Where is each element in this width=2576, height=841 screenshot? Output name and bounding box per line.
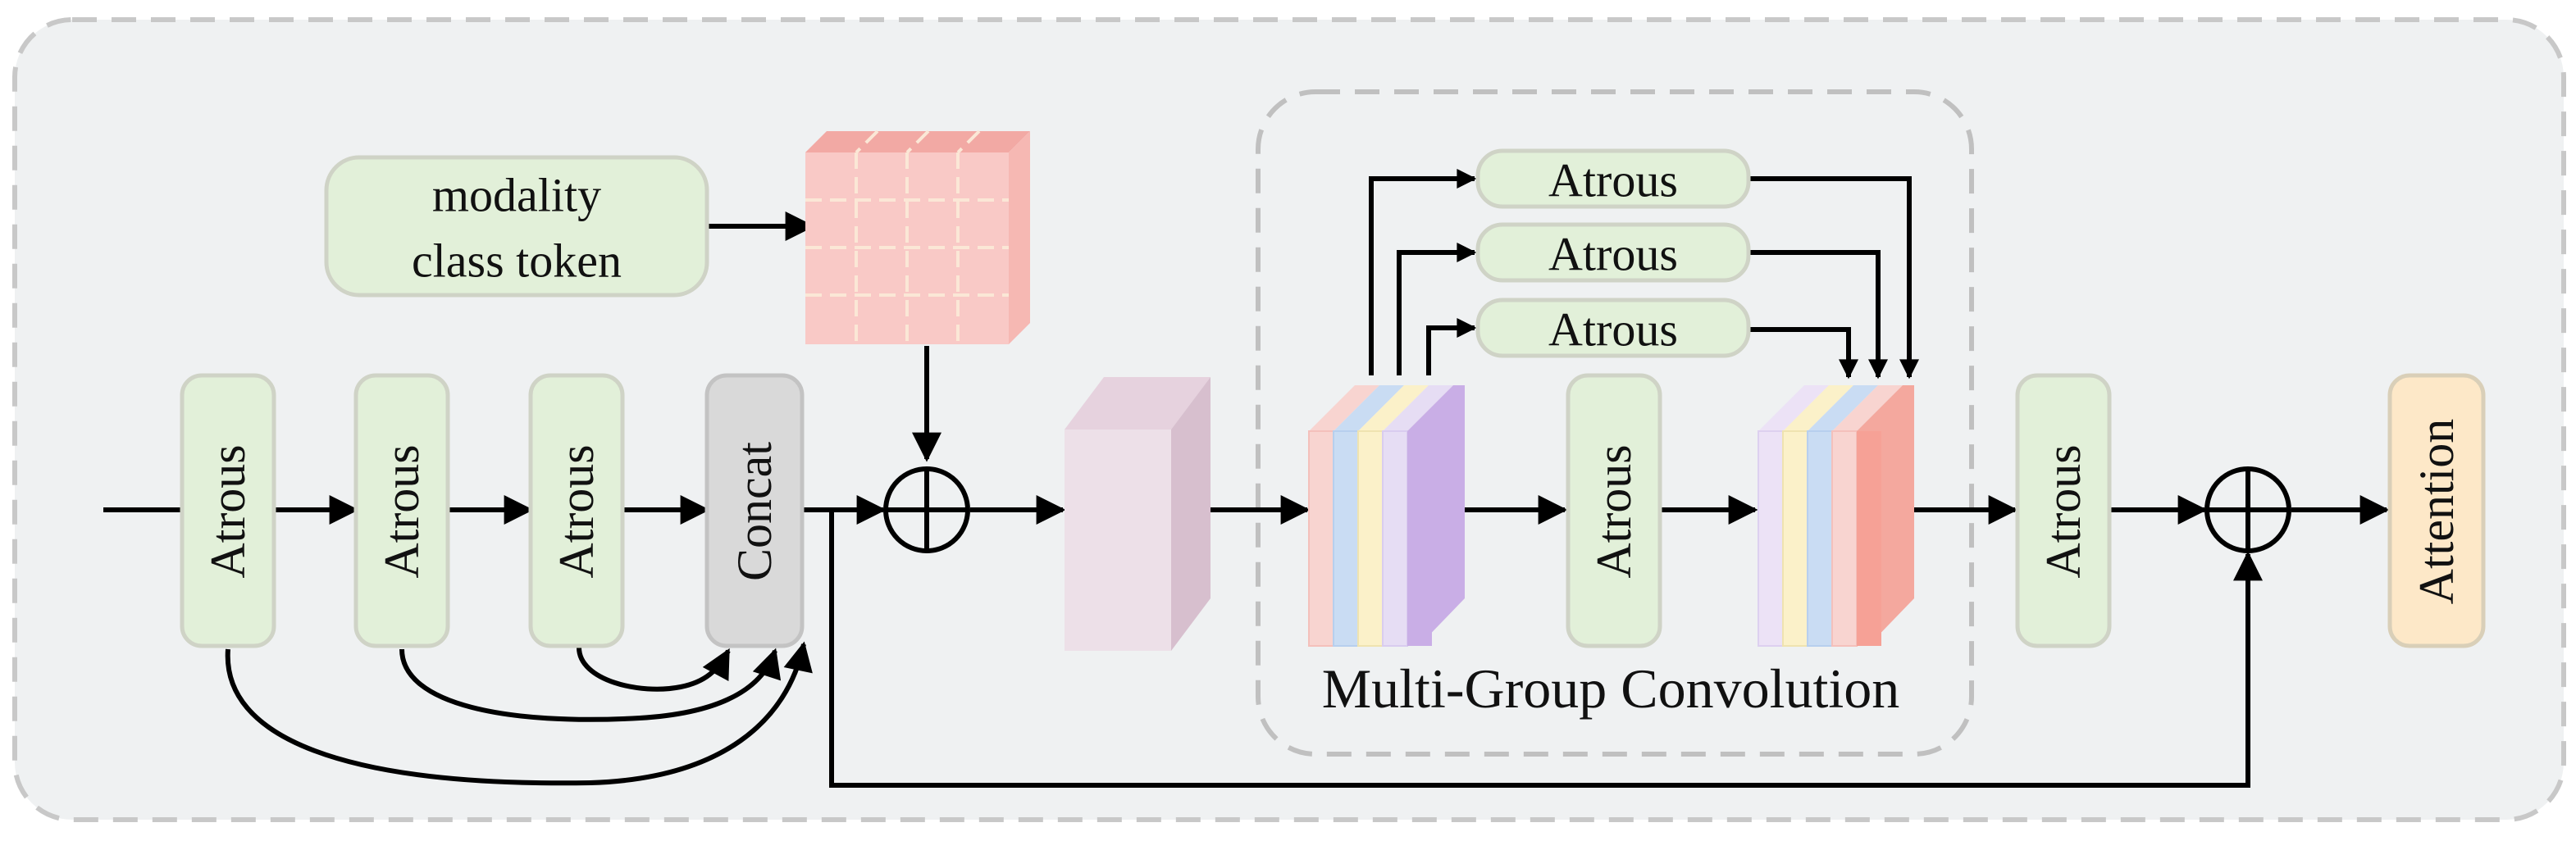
concat-block-label: Concat [727,442,782,581]
token-grid-cube [805,130,1030,344]
atrous-block-1: Atrous [180,373,276,648]
atrous-block-mid: Atrous [1566,373,1662,648]
sum-node-1 [883,466,970,553]
branch-atrous-3-label: Atrous [1548,303,1678,357]
atrous-block-2-label: Atrous [375,444,429,578]
branch-line-2-in [1397,243,1477,375]
branch-line-1-out [1748,176,1919,380]
modality-token-line2: class token [412,234,622,288]
feature-block [1065,377,1210,651]
atrous-block-2: Atrous [353,373,450,648]
group-output-layers [1758,385,1914,647]
modality-token-box: modality class token [324,155,709,298]
attention-block: Attention [2387,373,2486,648]
branch-line-3-out [1748,327,1858,380]
branch-line-1-in [1369,169,1477,375]
atrous-block-1-label: Atrous [201,444,255,578]
skip-connection [829,510,2263,788]
curve-atrous3-concat [577,647,731,692]
atrous-block-3: Atrous [528,373,625,648]
curve-atrous2-concat [399,648,782,722]
group-input-layers [1308,385,1465,647]
atrous-block-mid-label: Atrous [1587,444,1641,578]
curve-atrous1-concat [225,641,813,786]
branch-atrous-1-label: Atrous [1548,154,1678,207]
multi-group-region [1256,89,1974,757]
branch-line-3-in [1426,318,1477,375]
branch-line-2-out [1748,250,1888,380]
attention-block-label: Attention [2410,419,2464,605]
concat-block: Concat [704,373,805,648]
atrous-block-3-label: Atrous [549,444,604,578]
branch-atrous-3: Atrous [1475,298,1751,358]
atrous-block-right: Atrous [2015,373,2112,648]
modality-token-line1: modality [432,169,601,222]
atrous-block-right-label: Atrous [2036,444,2090,578]
branch-atrous-2-label: Atrous [1548,228,1678,281]
multi-group-caption: Multi-Group Convolution [1322,657,1900,720]
branch-atrous-2: Atrous [1475,222,1751,283]
branch-atrous-1: Atrous [1475,148,1751,209]
sum-node-2 [2204,466,2291,553]
